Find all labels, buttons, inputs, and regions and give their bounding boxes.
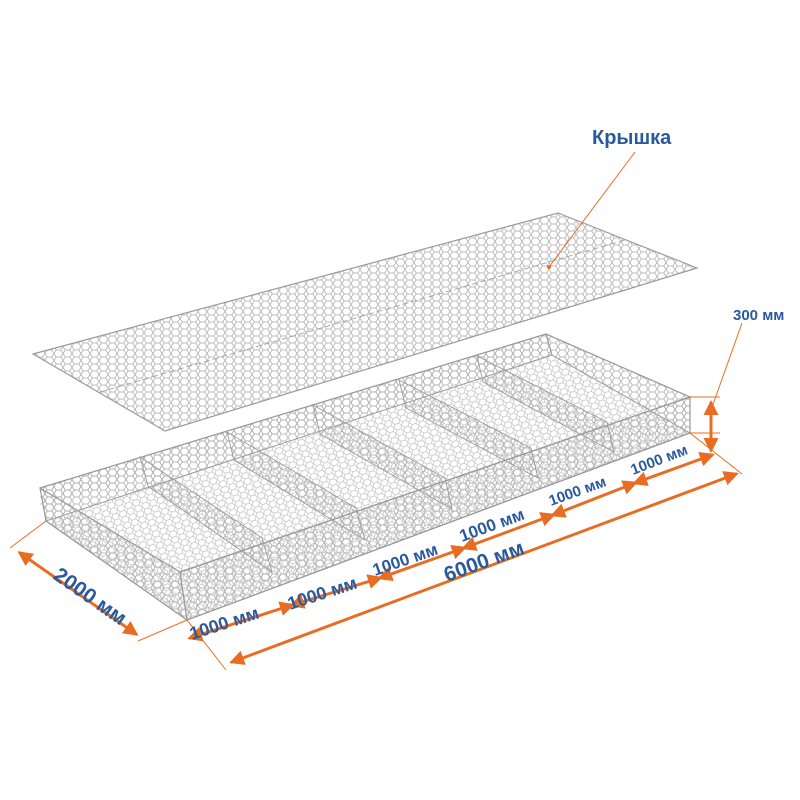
section-dimension-6 [632, 452, 715, 486]
width-dimension [17, 551, 139, 636]
lid-leader-line [548, 151, 636, 268]
lid-label: Крышка [592, 127, 672, 149]
section-dimension-4 [461, 512, 556, 551]
width-label: 2000 мм [49, 563, 131, 630]
section-dimension-1 [187, 601, 295, 642]
section-dimension-5 [550, 480, 638, 518]
dimension-lines [9, 322, 743, 671]
section-dimension-3 [377, 544, 467, 582]
section-dimension-2 [289, 574, 383, 609]
lid-leader-dot [547, 265, 551, 269]
lid-mesh-panel [31, 212, 699, 432]
length-label: 6000 мм [441, 536, 527, 586]
length-dimension [229, 471, 739, 665]
height-label: 300 мм [733, 307, 784, 324]
